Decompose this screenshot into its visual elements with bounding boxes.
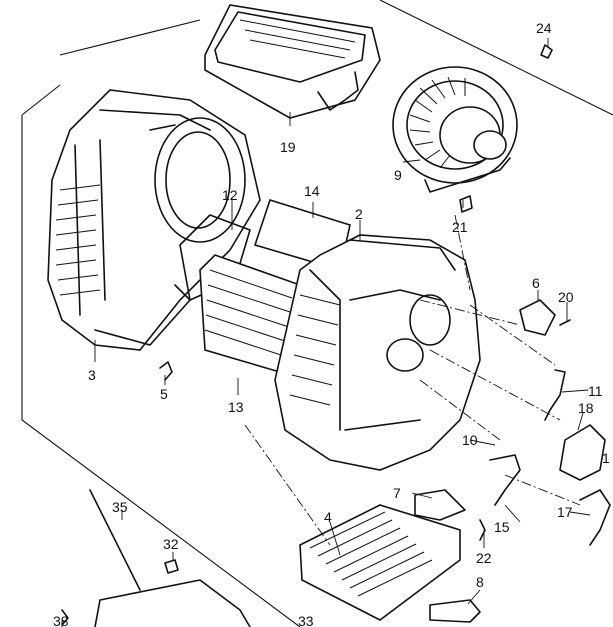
clip-32	[164, 559, 179, 574]
callout-17: 17	[557, 504, 573, 520]
callout-20: 20	[558, 289, 574, 305]
callout-2: 2	[355, 206, 363, 222]
part-15	[489, 454, 521, 506]
assembly-frame	[21, 0, 613, 627]
callout-labels: 24 19 9 12 14 2 21 6 20 3 5 13 11 18 10 …	[53, 20, 610, 627]
callout-9: 9	[394, 167, 402, 183]
callout-1: 1	[602, 450, 610, 466]
callout-6: 6	[532, 275, 540, 291]
callout-12: 12	[222, 187, 238, 203]
part-17	[579, 489, 611, 546]
lower-assembly-33	[94, 579, 251, 627]
callout-7: 7	[393, 485, 401, 501]
clip-5	[159, 361, 173, 381]
screw-38	[61, 609, 69, 626]
callout-35: 35	[112, 499, 128, 515]
frame-12	[179, 214, 251, 301]
screw-21	[459, 195, 473, 213]
callout-10: 10	[462, 432, 478, 448]
cable-35	[89, 489, 141, 591]
callout-32: 32	[163, 536, 179, 552]
heater-unit	[274, 234, 481, 471]
callout-11: 11	[588, 383, 603, 399]
bracket-8	[429, 599, 481, 623]
callout-4: 4	[324, 509, 332, 525]
callout-22: 22	[476, 550, 492, 566]
part-6	[519, 299, 556, 336]
heater-core	[299, 504, 461, 621]
part-11	[544, 369, 566, 421]
blower-housing	[47, 89, 261, 351]
blower-fan	[392, 66, 518, 193]
callout-38: 38	[53, 613, 69, 627]
part-22	[479, 519, 486, 541]
callout-24: 24	[536, 20, 552, 36]
screw-24	[540, 44, 553, 59]
callout-8: 8	[476, 574, 484, 590]
callout-14: 14	[304, 183, 320, 199]
bracket-7	[414, 489, 466, 521]
callout-21: 21	[452, 219, 468, 235]
callout-33: 33	[298, 613, 314, 627]
callout-15: 15	[494, 519, 510, 535]
upper-duct	[204, 4, 381, 119]
callout-3: 3	[88, 367, 96, 383]
callout-18: 18	[578, 400, 594, 416]
assembly-lines	[244, 214, 581, 546]
callout-5: 5	[160, 386, 168, 402]
screw-20	[559, 319, 571, 326]
part-18	[559, 424, 606, 481]
callout-13: 13	[228, 399, 244, 415]
callout-19: 19	[280, 139, 296, 155]
